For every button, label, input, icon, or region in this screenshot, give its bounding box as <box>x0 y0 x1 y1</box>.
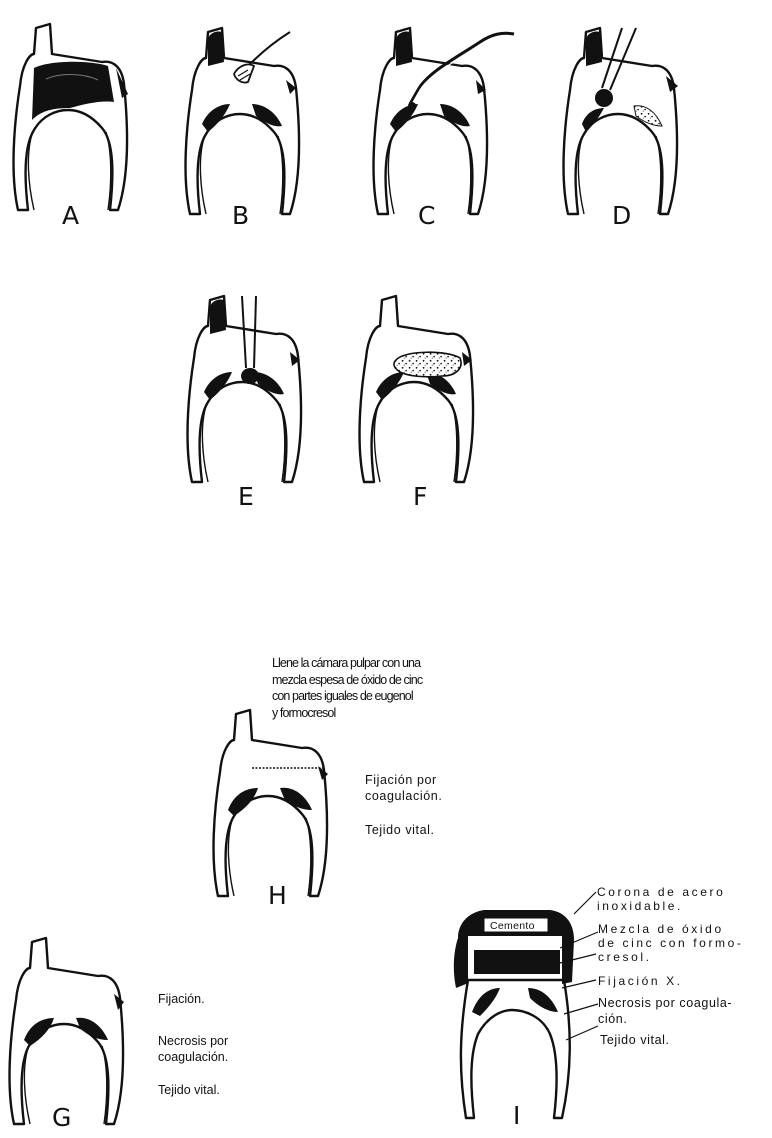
tooth-panel-g <box>10 938 124 1124</box>
callout-necrosis-g: Necrosis por coagulación. <box>158 1033 228 1065</box>
callout-necrosis-i: Necrosis por coagula- ción. <box>598 995 732 1027</box>
tooth-panel-i <box>454 910 574 1118</box>
callout-line: de cinc con formo- <box>598 936 744 950</box>
callout-line: Fijación por <box>365 772 442 788</box>
tooth-panel-b <box>186 28 300 214</box>
callout-line: Mezcla de óxido <box>598 922 744 936</box>
instruction-line: Llene la cámara pulpar con una <box>272 655 422 672</box>
callout-vital-tissue-g: Tejido vital. <box>158 1082 220 1098</box>
zinc-oxide-layer <box>474 950 560 974</box>
instruction-text-h: Llene la cámara pulpar con una mezcla es… <box>272 655 422 721</box>
callout-fixation-x: Fijación X. <box>598 974 683 988</box>
tooth-panel-h <box>214 710 328 896</box>
callout-line: inoxidable. <box>597 899 725 913</box>
panel-label-g: G <box>52 1105 71 1130</box>
tooth-panel-c <box>374 28 514 214</box>
cement-label: Cemento <box>490 920 535 932</box>
callout-line: Necrosis por coagula- <box>598 995 732 1011</box>
callout-line: Necrosis por <box>158 1033 228 1049</box>
panel-label-h: H <box>268 883 287 908</box>
callout-fixation-h: Fijación por coagulación. <box>365 772 442 804</box>
instruction-line: y formocresol <box>272 705 422 722</box>
callout-line: cresol. <box>598 950 744 964</box>
tooth-panel-e <box>188 296 302 482</box>
callout-vital-tissue-i: Tejido vital. <box>600 1032 670 1048</box>
panel-label-e: E <box>238 484 254 509</box>
callout-line: coagulación. <box>365 788 442 804</box>
tooth-panel-d <box>564 28 678 214</box>
panel-label-b: B <box>232 203 249 228</box>
tooth-panel-f <box>360 296 474 482</box>
panel-label-d: D <box>612 203 631 228</box>
callout-fixation-g: Fijación. <box>158 991 205 1007</box>
callout-steel-crown: Corona de acero inoxidable. <box>597 885 725 913</box>
instruction-line: con partes iguales de eugenol <box>272 688 422 705</box>
callout-line: Corona de acero <box>597 885 725 899</box>
callout-line: ción. <box>598 1011 732 1027</box>
panel-label-c: C <box>418 203 435 228</box>
panel-label-a: A <box>62 203 79 228</box>
callout-line: coagulación. <box>158 1049 228 1065</box>
callout-vital-tissue-h: Tejido vital. <box>365 822 435 838</box>
callout-zinc-oxide-mix: Mezcla de óxido de cinc con formo- creso… <box>598 922 744 964</box>
panel-label-f: F <box>413 484 427 509</box>
tooth-panel-a <box>14 24 128 210</box>
instruction-line: mezcla espesa de óxido de cinc <box>272 672 422 689</box>
panel-label-i: I <box>513 1103 520 1128</box>
